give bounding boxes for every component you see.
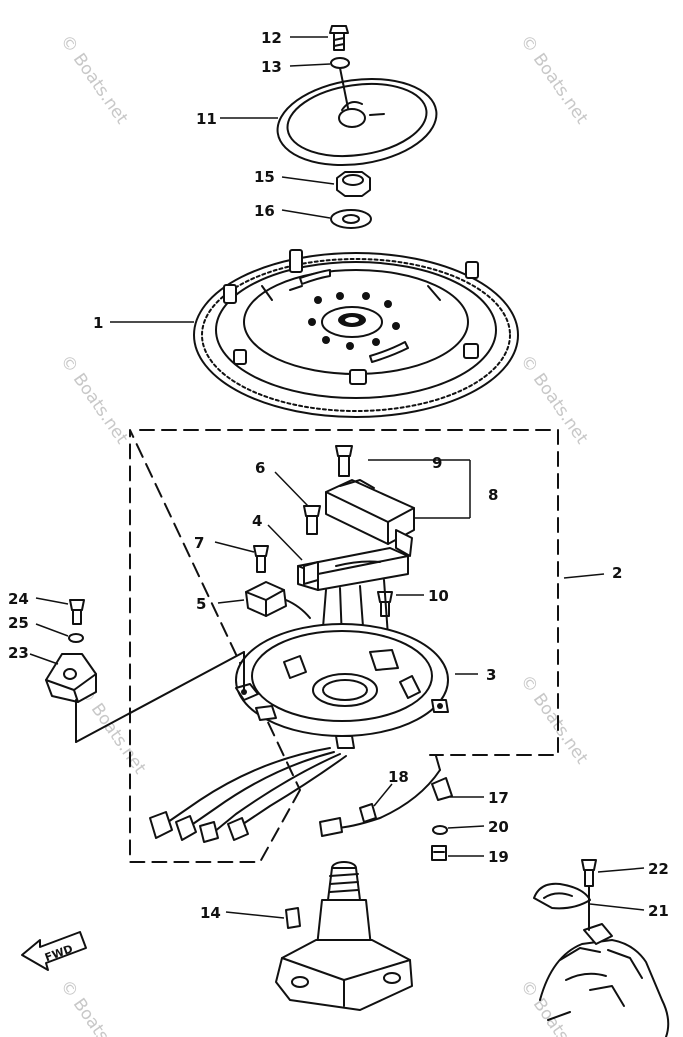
callout-14: 14 xyxy=(200,904,221,922)
callout-16: 16 xyxy=(254,202,275,220)
callout-20: 20 xyxy=(488,818,509,836)
watermark: © Boats.net xyxy=(56,351,132,448)
callout-12: 12 xyxy=(261,29,282,47)
fwd-arrow: FWD xyxy=(21,931,87,971)
callout-25: 25 xyxy=(8,614,29,632)
callout-11: 11 xyxy=(196,110,217,128)
part-19-bolt xyxy=(431,845,447,861)
part-14-key xyxy=(285,907,301,929)
part-22-bolt xyxy=(581,859,597,887)
assembly-boundary xyxy=(129,429,559,863)
callout-15: 15 xyxy=(254,168,275,186)
part-7-screw xyxy=(253,545,269,573)
part-23-bracket xyxy=(45,651,245,743)
engine-block xyxy=(539,885,670,1037)
callout-3: 3 xyxy=(486,666,496,684)
part-16-washer xyxy=(330,209,372,229)
callout-5: 5 xyxy=(196,595,206,613)
part-24-bolt xyxy=(69,599,85,625)
part-11-cover xyxy=(276,67,438,167)
callout-18: 18 xyxy=(388,768,409,786)
part-25-washer xyxy=(68,633,84,643)
part-4-pulser-coil xyxy=(297,547,409,591)
part-15-nut xyxy=(336,171,371,197)
callout-24: 24 xyxy=(8,590,29,608)
part-12-bolt xyxy=(329,25,349,51)
watermark: © Boats.net xyxy=(516,351,592,448)
callout-6: 6 xyxy=(255,459,265,477)
callout-9: 9 xyxy=(432,454,442,472)
part-1-flywheel xyxy=(193,249,519,418)
part-21-clamp xyxy=(533,882,591,910)
callout-23: 23 xyxy=(8,644,29,662)
watermark: © Boats.net xyxy=(516,976,592,1037)
callout-4: 4 xyxy=(252,512,262,530)
leader-lines xyxy=(29,36,645,919)
part-17-lead xyxy=(319,755,453,837)
callout-10: 10 xyxy=(428,587,449,605)
callout-8: 8 xyxy=(488,486,498,504)
callout-22: 22 xyxy=(648,860,669,878)
callout-19: 19 xyxy=(488,848,509,866)
watermark: © Boats.net xyxy=(516,31,592,128)
wire-harness xyxy=(149,747,347,843)
watermark: © Boats.net xyxy=(56,976,132,1037)
callout-2: 2 xyxy=(612,564,622,582)
callout-17: 17 xyxy=(488,789,509,807)
part-13-washer xyxy=(330,57,350,69)
crankshaft xyxy=(275,861,413,1011)
part-20-washer xyxy=(432,825,448,835)
watermark: © Boats.net xyxy=(56,31,132,128)
callout-7: 7 xyxy=(194,534,204,552)
callout-13: 13 xyxy=(261,58,282,76)
callouts: 12 13 11 15 16 1 9 6 8 4 7 2 10 5 24 25 … xyxy=(8,29,669,922)
part-5-switch xyxy=(245,581,311,619)
part-3-base-plate xyxy=(235,623,449,749)
part-6-screw xyxy=(303,505,321,535)
callout-1: 1 xyxy=(93,314,103,332)
part-8-coil xyxy=(325,479,415,557)
watermark: © Boats.net xyxy=(516,671,592,768)
callout-21: 21 xyxy=(648,902,669,920)
part-18-clamp xyxy=(359,803,377,823)
